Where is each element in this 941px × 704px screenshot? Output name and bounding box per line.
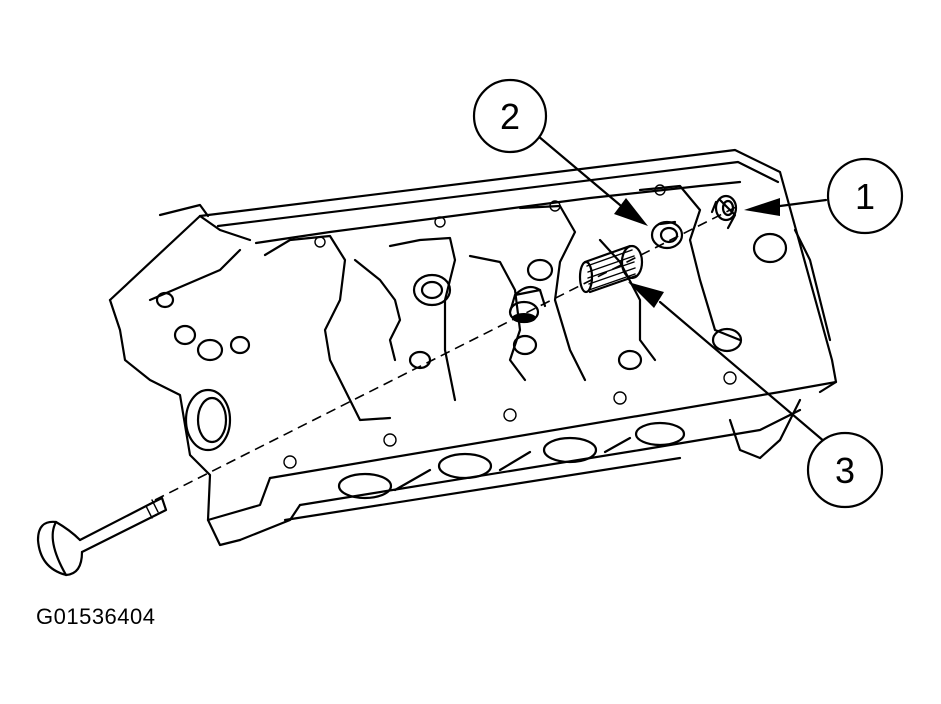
- valve-keepers: [710, 194, 738, 222]
- valve-spring: [578, 244, 644, 294]
- valve-train-parts: [154, 194, 741, 501]
- callout-2: 2: [472, 78, 548, 154]
- cylinder-head: [108, 148, 838, 547]
- callout-3: 3: [806, 431, 884, 509]
- valve-axis-line: [154, 204, 741, 501]
- engine-valve: [36, 496, 168, 577]
- callout-1-number: 1: [855, 176, 875, 217]
- valve-stem-seal-left: [508, 285, 547, 324]
- figure-code: G01536404: [36, 604, 156, 629]
- leader-arrow-2: [536, 134, 648, 226]
- leader-arrow-1: [744, 198, 828, 216]
- leader-arrow-3: [628, 282, 834, 450]
- callout-2-number: 2: [500, 96, 520, 137]
- callout-1: 1: [826, 157, 904, 235]
- callout-3-number: 3: [835, 450, 855, 491]
- spring-retainer: [650, 220, 684, 250]
